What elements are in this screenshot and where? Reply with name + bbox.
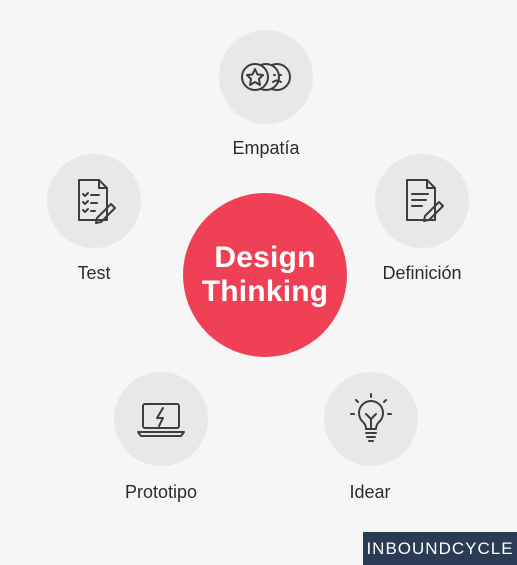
stage-test-label: Test (77, 263, 111, 283)
checklist-pencil-icon (78, 179, 116, 224)
lightbulb-icon (350, 393, 392, 442)
stage-test-node (47, 154, 141, 248)
stage-prototipo-node (114, 372, 208, 466)
faces-icon (241, 63, 291, 91)
stage-prototipo-label: Prototipo (124, 482, 198, 502)
stage-empatia-node (219, 30, 313, 124)
stage-definicion-node (375, 154, 469, 248)
brand-logo: INBOUNDCYCLE (363, 532, 517, 565)
laptop-lightning-icon (137, 403, 185, 437)
stage-definicion-label: Definición (382, 263, 462, 283)
center-title-line2: Thinking (201, 275, 329, 308)
center-title-line1: Design (214, 241, 316, 274)
stage-empatia-label: Empatía (232, 138, 300, 158)
stage-idear-label: Idear (349, 482, 391, 502)
stage-idear-node (324, 372, 418, 466)
document-pencil-icon (406, 179, 444, 222)
design-thinking-center: Design Thinking (183, 193, 347, 357)
